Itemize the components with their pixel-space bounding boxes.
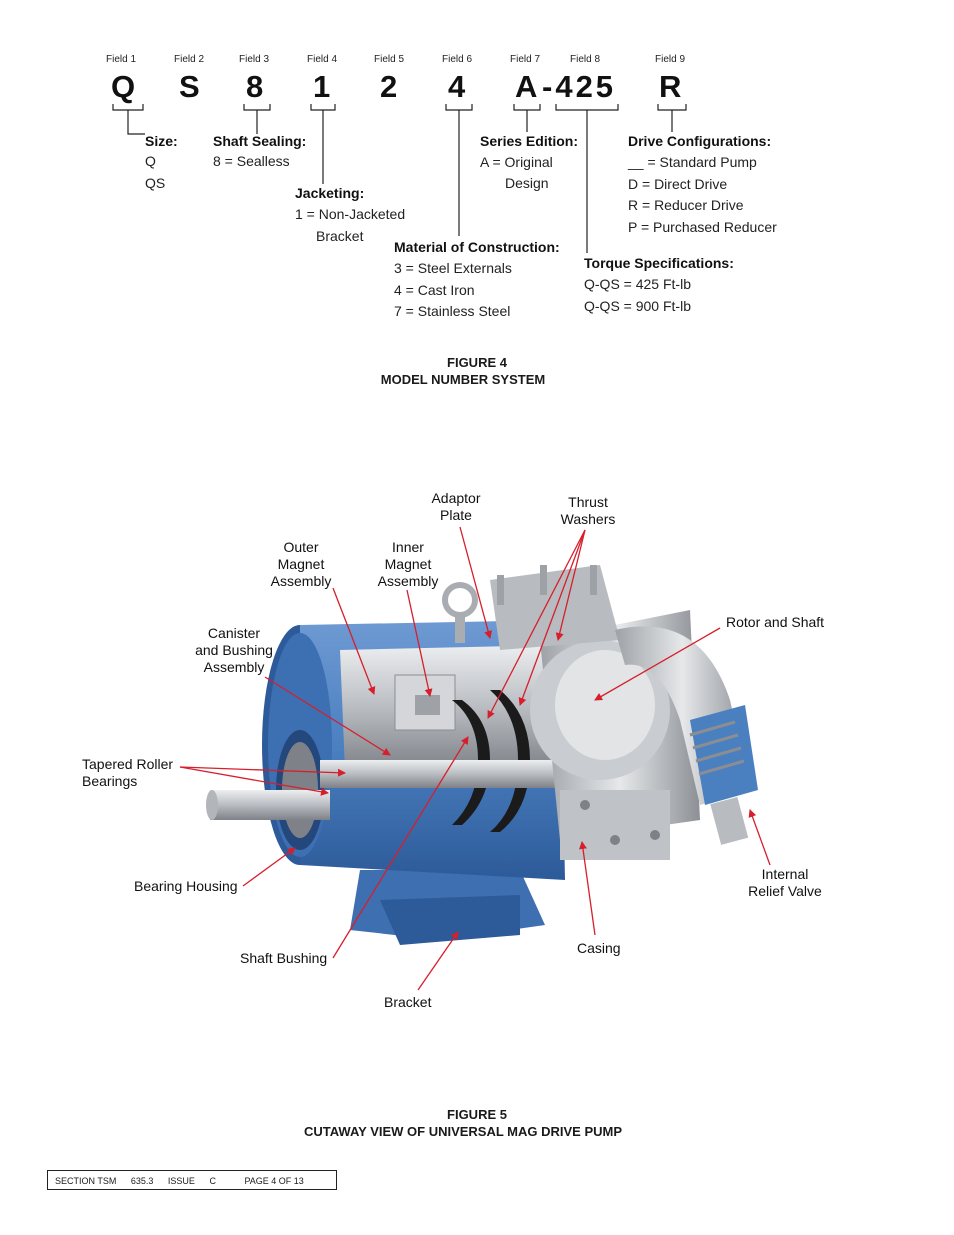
- label-canister-line1: Canister: [207, 625, 261, 641]
- label-shaft-bushing: Shaft Bushing: [240, 950, 328, 966]
- figure4-number: FIGURE 4: [447, 355, 507, 370]
- model-letter-8: -425: [542, 69, 617, 104]
- model-connector-lines: [112, 104, 687, 253]
- page-footer: SECTION TSM 635.3 ISSUE C PAGE 4 OF 13: [47, 1170, 337, 1190]
- label-tapered-bearings: Tapered Roller Bearings: [82, 756, 173, 790]
- jacketing-option-2: Bracket: [316, 228, 364, 244]
- label-inner-magnet-line2: Magnet: [384, 556, 432, 572]
- field-label-9: Field 9: [655, 54, 686, 65]
- label-thrust-washers-line1: Thrust: [568, 494, 608, 510]
- label-adaptor-plate-line2: Plate: [440, 507, 472, 523]
- size-heading: Size:: [145, 133, 178, 149]
- jacketing-option-1: 1 = Non-Jacketed: [295, 206, 406, 222]
- field-label-4: Field 4: [307, 54, 338, 65]
- label-thrust-washers: Thrust Washers: [550, 494, 626, 528]
- material-option-2: 4 = Cast Iron: [394, 282, 475, 298]
- label-canister: Canister and Bushing Assembly: [188, 625, 280, 676]
- label-adaptor-plate: Adaptor Plate: [420, 490, 492, 524]
- field-label-8: Field 8: [570, 54, 601, 65]
- series-heading: Series Edition:: [480, 133, 579, 149]
- label-outer-magnet-line3: Assembly: [270, 573, 332, 589]
- figure5-number: FIGURE 5: [447, 1107, 507, 1122]
- label-internal-relief-line2: Relief Valve: [748, 883, 822, 899]
- field-label-5: Field 5: [374, 54, 405, 65]
- model-letter-6: 4: [448, 69, 466, 104]
- model-letter-7: A: [515, 69, 538, 104]
- label-internal-relief: Internal Relief Valve: [742, 866, 828, 900]
- drive-option-1: __ = Standard Pump: [628, 154, 757, 170]
- series-option-1: A = Original: [480, 154, 553, 170]
- series-option-2: Design: [505, 175, 549, 191]
- pump-cutaway-illustration: [179, 526, 771, 991]
- label-canister-line2: and Bushing: [195, 642, 273, 658]
- shaft-sealing-heading: Shaft Sealing:: [213, 133, 307, 149]
- drive-heading: Drive Configurations:: [628, 133, 772, 149]
- field-label-1: Field 1: [106, 54, 137, 65]
- model-letter-1: Q: [111, 69, 136, 104]
- footer-section: SECTION TSM: [55, 1176, 117, 1186]
- model-letter-2: S: [179, 69, 200, 104]
- shaft-sealing-option: 8 = Sealless: [213, 153, 290, 169]
- figure4-title: MODEL NUMBER SYSTEM: [380, 372, 546, 387]
- material-heading: Material of Construction:: [394, 239, 560, 255]
- material-option-1: 3 = Steel Externals: [394, 260, 512, 276]
- label-bearing-housing: Bearing Housing: [134, 878, 238, 894]
- jacketing-heading: Jacketing:: [295, 185, 365, 201]
- field-label-6: Field 6: [442, 54, 473, 65]
- figure5-title: CUTAWAY VIEW OF UNIVERSAL MAG DRIVE PUMP: [303, 1124, 623, 1139]
- material-option-3: 7 = Stainless Steel: [394, 303, 511, 319]
- model-letter-3: 8: [246, 69, 264, 104]
- model-letter-4: 1: [313, 69, 331, 104]
- size-option-2: QS: [145, 175, 166, 191]
- label-canister-line3: Assembly: [203, 659, 265, 675]
- label-adaptor-plate-line1: Adaptor: [431, 490, 481, 506]
- model-letter-9: R: [659, 69, 682, 104]
- model-letter-5: 2: [380, 69, 398, 104]
- torque-option-2: Q-QS = 900 Ft-lb: [584, 298, 691, 314]
- drive-option-2: D = Direct Drive: [628, 176, 728, 192]
- label-internal-relief-line1: Internal: [761, 866, 809, 882]
- size-option-1: Q: [145, 153, 156, 169]
- label-tapered-bearings-line1: Tapered Roller: [82, 756, 174, 772]
- label-bracket: Bracket: [384, 994, 432, 1010]
- field-label-7: Field 7: [510, 54, 541, 65]
- label-inner-magnet: Inner Magnet Assembly: [369, 539, 447, 590]
- drive-option-3: R = Reducer Drive: [628, 197, 744, 213]
- field-label-3: Field 3: [239, 54, 270, 65]
- label-outer-magnet: Outer Magnet Assembly: [262, 539, 340, 590]
- torque-heading: Torque Specifications:: [584, 255, 734, 271]
- footer-issue: C: [209, 1176, 216, 1186]
- footer-page: PAGE 4 OF 13: [244, 1176, 304, 1186]
- field-label-2: Field 2: [174, 54, 205, 65]
- label-thrust-washers-line2: Washers: [560, 511, 616, 527]
- drive-option-4: P = Purchased Reducer: [628, 219, 777, 235]
- footer-number: 635.3: [130, 1176, 154, 1186]
- pump-relief-valve: [615, 626, 758, 845]
- label-outer-magnet-line2: Magnet: [277, 556, 325, 572]
- label-casing: Casing: [577, 940, 621, 956]
- footer-issue-label: ISSUE: [167, 1176, 195, 1186]
- label-rotor-shaft: Rotor and Shaft: [726, 614, 825, 630]
- torque-option-1: Q-QS = 425 Ft-lb: [584, 276, 691, 292]
- label-outer-magnet-line1: Outer: [283, 539, 319, 555]
- callout-arrows: [179, 526, 771, 991]
- label-inner-magnet-line1: Inner: [392, 539, 424, 555]
- label-tapered-bearings-line2: Bearings: [82, 773, 138, 789]
- label-inner-magnet-line3: Assembly: [377, 573, 439, 589]
- pump-bracket-base: [350, 870, 545, 945]
